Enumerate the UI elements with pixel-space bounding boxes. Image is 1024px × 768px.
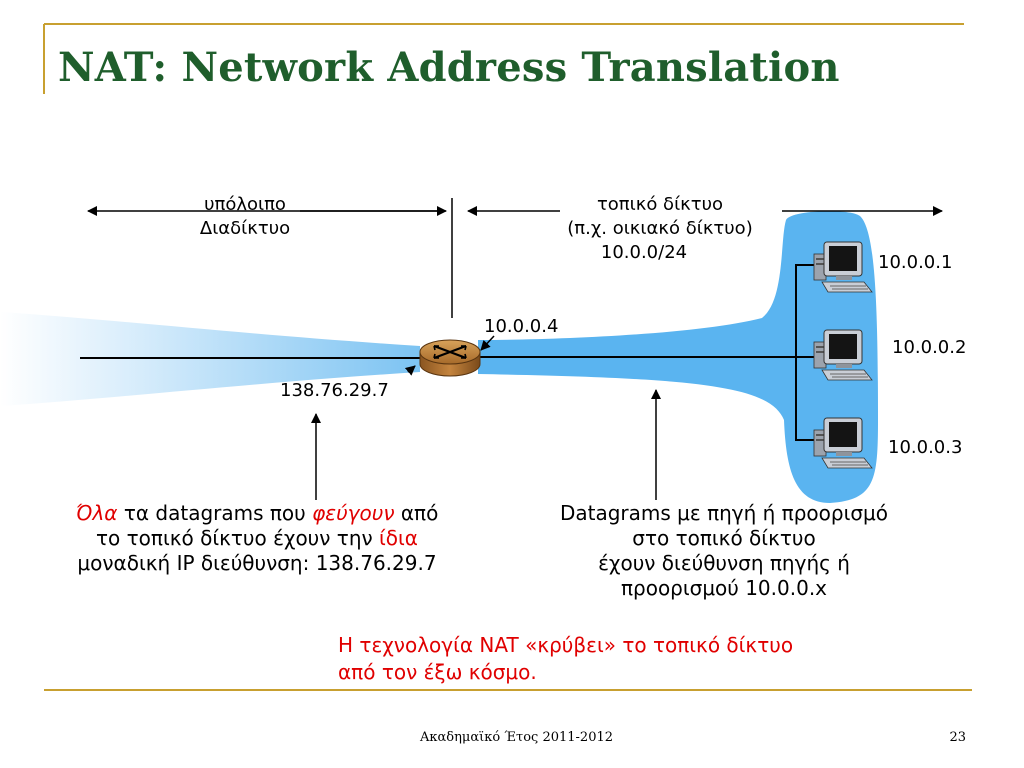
left-note-same: ίδια <box>379 526 418 550</box>
host-3-computer-icon <box>813 417 873 469</box>
rest-of-internet-label: υπόλοιπο Διαδίκτυο <box>170 193 320 241</box>
left-note-all: Όλα <box>75 501 118 525</box>
host-2-ip: 10.0.0.2 <box>892 337 967 358</box>
right-note-line1: Datagrams με πηγή ή προορισμό <box>559 501 888 525</box>
left-note: Όλα τα datagrams που φεύγουν από το τοπι… <box>14 501 500 576</box>
host-3-ip: 10.0.0.3 <box>888 437 963 458</box>
right-note-line2: στο τοπικό δίκτυο <box>632 526 816 550</box>
bottom-note: Η τεχνολογία NAT «κρύβει» το τοπικό δίκτ… <box>338 632 793 686</box>
router-inside-ip: 10.0.0.4 <box>484 316 559 337</box>
outside-ip-pointer <box>404 365 416 376</box>
rest-of-internet-line1: υπόλοιπο <box>204 194 286 215</box>
page-number: 23 <box>949 730 966 745</box>
footer-academic-year: Ακαδημαϊκό Έτος 2011-2012 <box>420 730 614 745</box>
left-note-local-net: το τοπικό δίκτυο έχουν την <box>95 526 380 550</box>
left-note-line2: το τοπικό δίκτυο έχουν την ίδια <box>14 526 500 551</box>
slide-title: NAT: Network Address Translation <box>58 44 840 91</box>
host-2-computer-icon <box>813 329 873 381</box>
bottom-note-line2: από τον έξω κόσμο. <box>338 660 537 684</box>
left-note-from: από <box>394 501 439 525</box>
left-note-leave: φεύγουν <box>312 501 395 525</box>
local-network-subnet: 10.0.0/24 <box>600 242 688 263</box>
right-note-line4: προορισμού 10.0.0.x <box>620 576 828 600</box>
inside-ip-pointer <box>480 335 495 351</box>
local-network-line1: τοπικό δίκτυο <box>596 194 724 215</box>
rest-of-internet-line2: Διαδίκτυο <box>199 218 291 239</box>
nat-router-icon <box>419 339 481 377</box>
left-note-line1: Όλα τα datagrams που φεύγουν από <box>14 501 500 526</box>
right-note: Datagrams με πηγή ή προορισμό στο τοπικό… <box>508 501 940 601</box>
local-network-label: τοπικό δίκτυο (π.χ. οικιακό δίκτυο) 10.0… <box>520 193 800 265</box>
lan-bus <box>795 264 818 441</box>
bottom-note-line1: Η τεχνολογία NAT «κρύβει» το τοπικό δίκτ… <box>338 633 794 657</box>
right-note-line3: έχουν διεύθυνση πηγής ή <box>598 551 850 575</box>
left-note-datagrams: τα datagrams που <box>117 501 313 525</box>
local-network-line2: (π.χ. οικιακό δίκτυο) <box>567 218 753 239</box>
router-outside-ip: 138.76.29.7 <box>280 380 389 401</box>
host-1-ip: 10.0.0.1 <box>878 252 953 273</box>
host-1-computer-icon <box>813 241 873 293</box>
left-note-line3: μοναδική IP διεύθυνση: 138.76.29.7 <box>77 551 437 575</box>
